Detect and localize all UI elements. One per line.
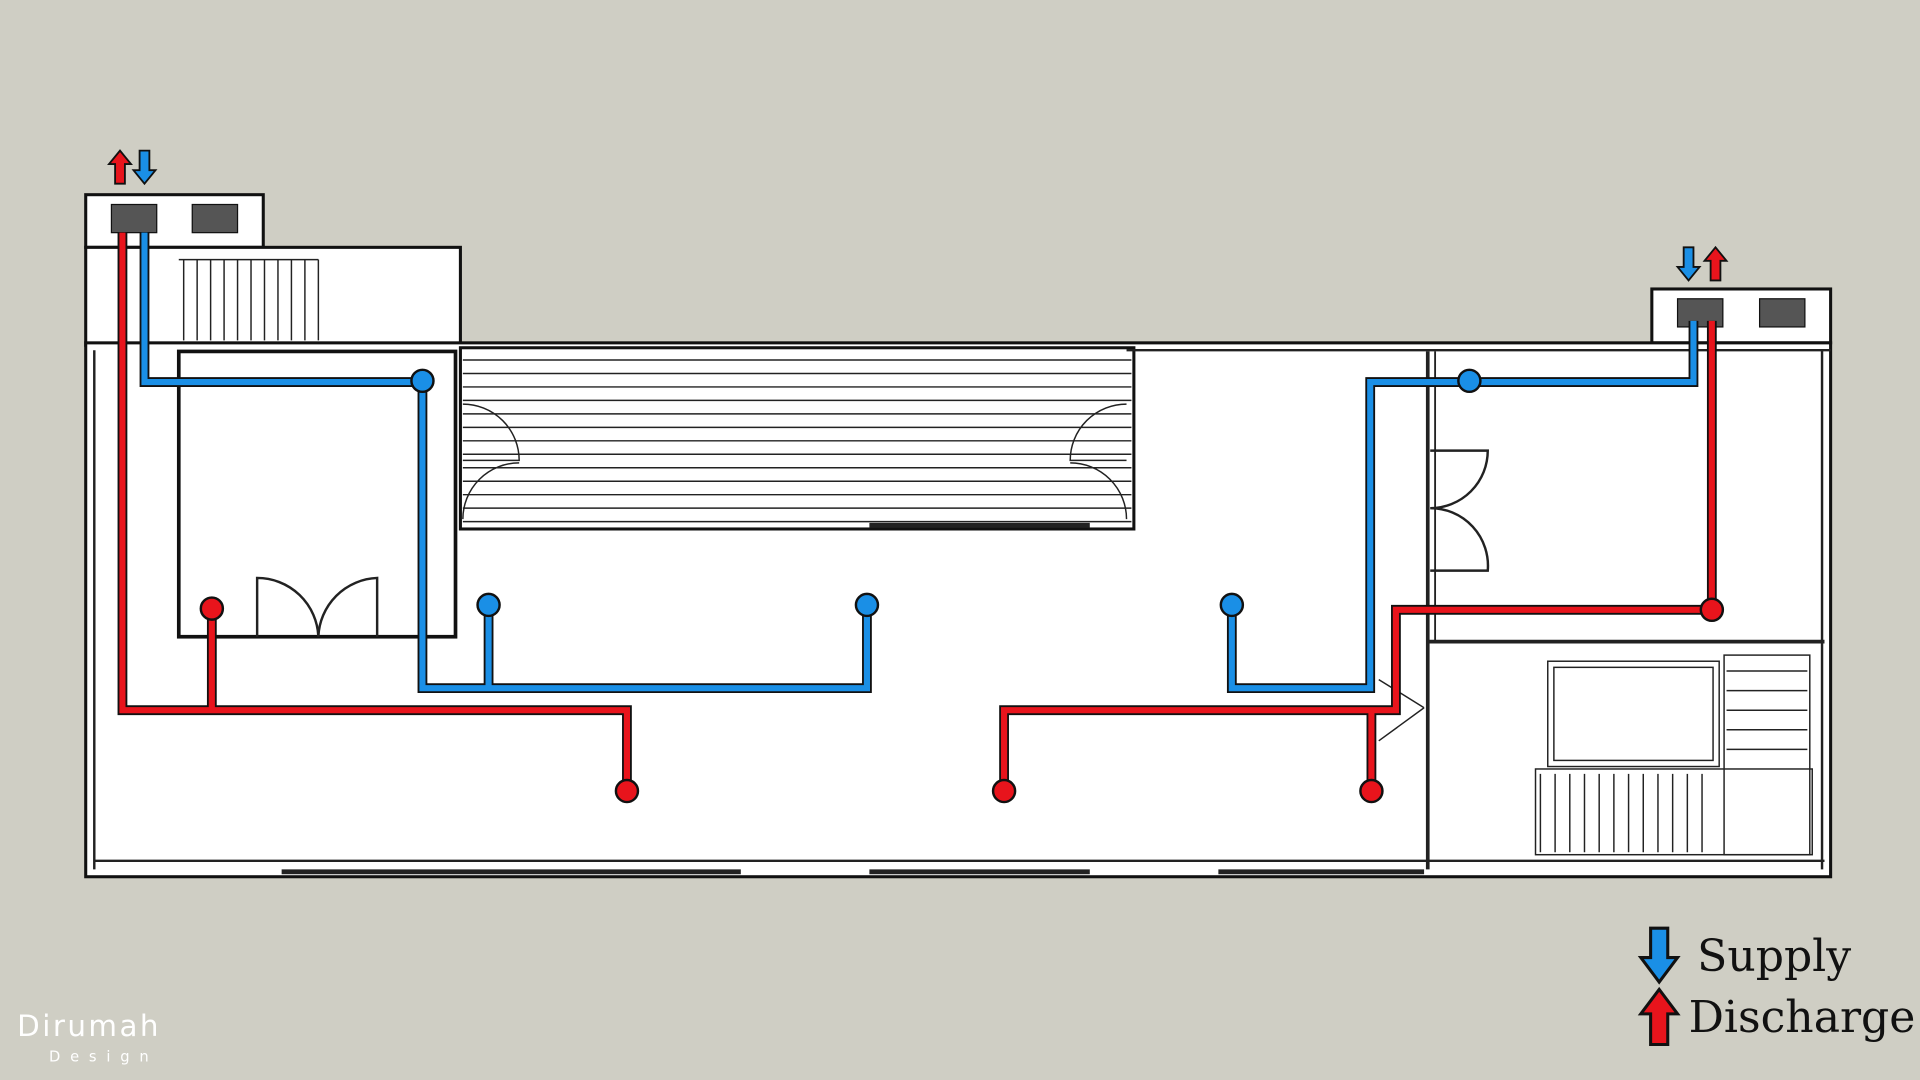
doors <box>255 403 1490 875</box>
logo-name: Dirumah <box>17 1009 161 1043</box>
discharge-outlet <box>1699 597 1725 623</box>
walls <box>84 193 1833 879</box>
indoor-unit <box>110 203 158 234</box>
discharge-legend-icon <box>1637 986 1681 1047</box>
discharge-arrow-icon <box>1702 245 1729 282</box>
discharge-pipes <box>117 232 1717 792</box>
discharge-legend-label: Discharge <box>1689 992 1916 1043</box>
unit-arrows <box>107 149 1729 282</box>
legend: Supply Discharge <box>1637 926 1916 1047</box>
discharge-outlet <box>199 596 225 621</box>
supply-legend-label: Supply <box>1697 931 1851 982</box>
supply-outlet <box>1457 368 1482 394</box>
deck-boards <box>462 359 1132 523</box>
supply-outlet <box>410 368 435 394</box>
stairs <box>178 258 1808 853</box>
logo: Dirumah Design <box>17 1009 161 1066</box>
supply-outlet <box>1219 592 1245 618</box>
discharge-arrow-icon <box>107 149 133 185</box>
discharge-outlet <box>614 778 640 804</box>
supply-outlet <box>476 592 501 618</box>
discharge-outlet <box>991 778 1017 804</box>
supply-pipes <box>139 232 1699 694</box>
indoor-unit <box>1758 298 1806 328</box>
supply-legend-icon <box>1637 926 1681 985</box>
logo-subtitle: Design <box>49 1049 158 1066</box>
indoor-unit <box>191 203 239 234</box>
outlets <box>199 368 1725 804</box>
deck <box>458 346 1136 531</box>
supply-arrow-icon <box>1675 246 1702 282</box>
supply-outlet <box>854 592 880 618</box>
discharge-outlet <box>1359 778 1384 804</box>
supply-arrow-icon <box>131 149 158 186</box>
left-room <box>176 349 458 639</box>
